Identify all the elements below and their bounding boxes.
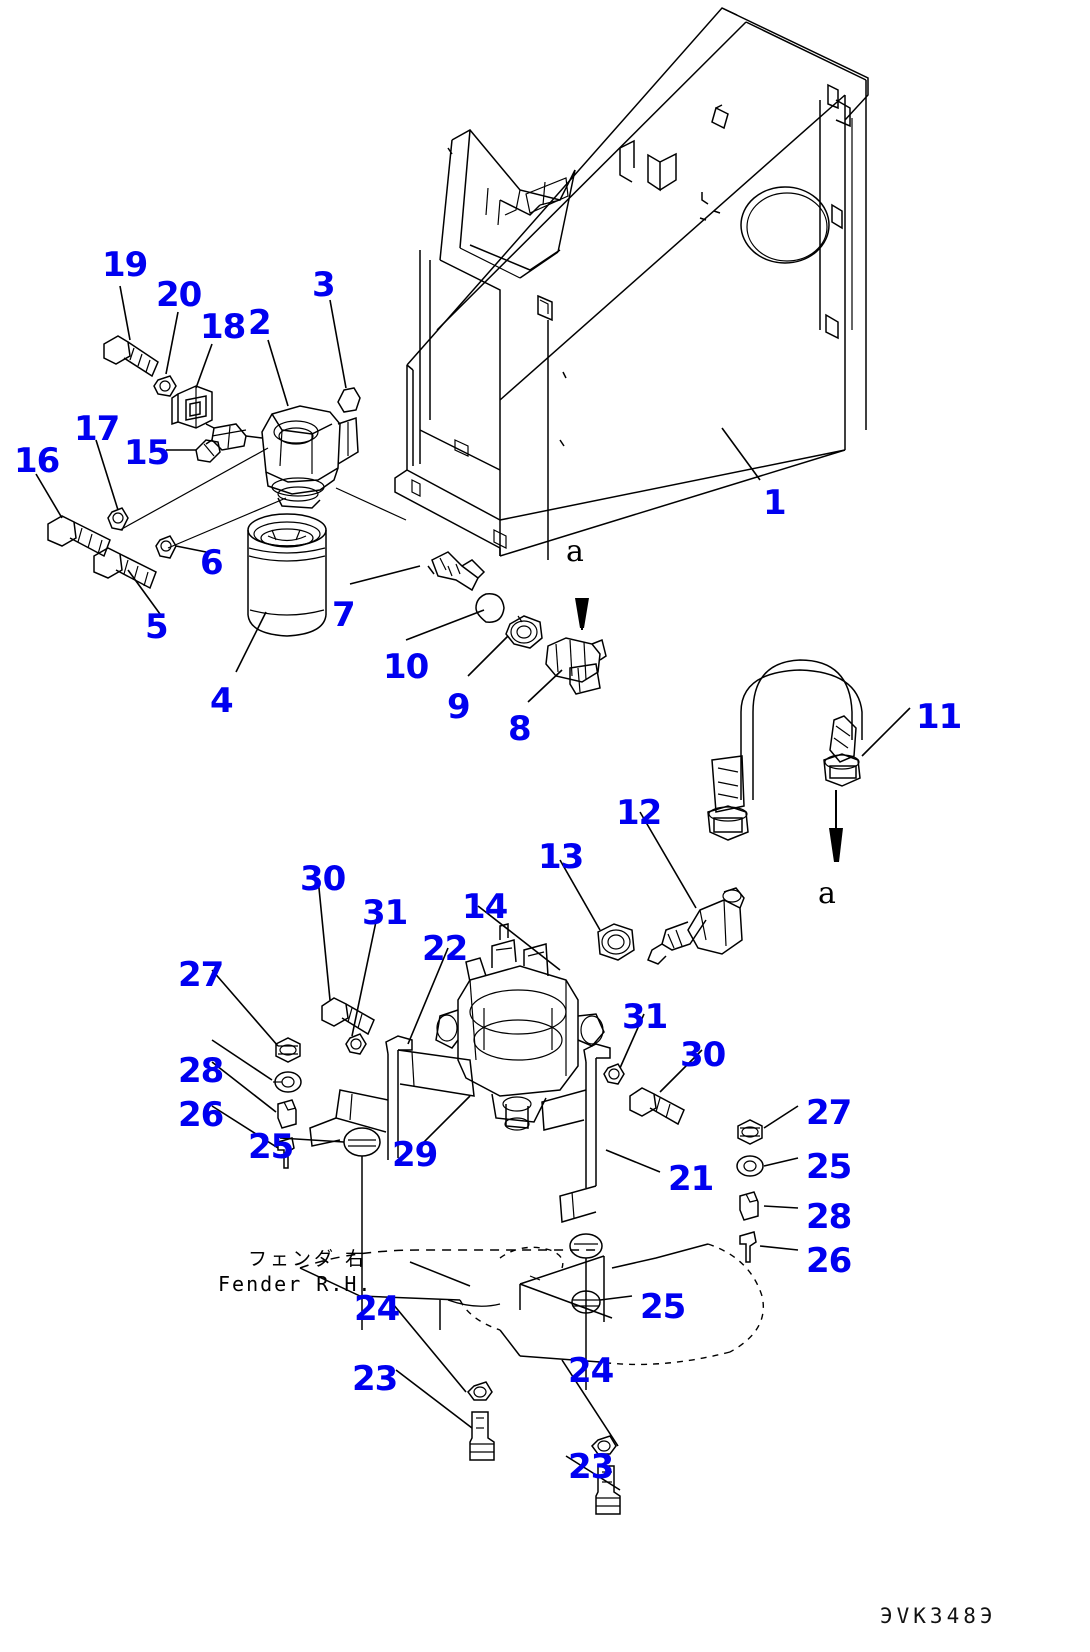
washer-31-right-graphic <box>603 1063 625 1085</box>
callout-filter-head: 2 <box>248 303 272 343</box>
callout-connector-block: 8 <box>508 709 532 749</box>
bracket-18-graphic <box>171 385 213 429</box>
callout-washer: 25 <box>806 1147 852 1187</box>
bolt-30-right-graphic <box>629 1087 685 1126</box>
callout-washer: 24 <box>354 1289 400 1329</box>
bracket-left-graphic <box>309 1035 475 1160</box>
fender-outline <box>299 1243 764 1366</box>
leader-lines <box>35 285 911 1491</box>
callout-filter-cartridge: 4 <box>210 681 234 721</box>
callout-bracket: 18 <box>200 307 246 347</box>
callout-washer: 20 <box>156 275 202 315</box>
callout-washer: 25 <box>248 1127 294 1167</box>
plug-ball-graphic <box>337 387 361 413</box>
callout-joint-fitting: 12 <box>616 793 662 833</box>
callout-nut: 27 <box>806 1093 852 1133</box>
bolt-16-graphic <box>47 515 111 558</box>
section-arrow-bottom <box>829 790 843 862</box>
washer-24-mid-graphic <box>591 1435 617 1455</box>
cushion-28-left-graphic <box>277 1099 297 1129</box>
detail-line-2 <box>447 1299 501 1307</box>
callout-clamp: 15 <box>124 433 170 473</box>
bolt-5-graphic <box>93 547 157 590</box>
washer-25-mid-graphic <box>571 1290 601 1314</box>
bolt-19-graphic <box>103 335 159 378</box>
connector-block-graphic <box>545 637 607 695</box>
pin-26-left-graphic <box>277 1137 295 1169</box>
washer-24-left-graphic <box>467 1381 493 1401</box>
guide-line-a <box>119 447 269 531</box>
callout-bolt: 30 <box>300 859 346 899</box>
washer-6-graphic <box>155 535 177 559</box>
callout-cushion: 28 <box>178 1051 224 1091</box>
fender-label-english: Fender R.H. <box>218 1272 373 1296</box>
callout-washer: 31 <box>362 893 408 933</box>
callout-washer: 25 <box>640 1287 686 1327</box>
callout-nut: 9 <box>447 687 471 727</box>
callout-bolt: 30 <box>680 1035 726 1075</box>
guide-line-b <box>167 497 287 549</box>
callout-washer: 6 <box>200 543 224 583</box>
callout-nut: 27 <box>178 955 224 995</box>
callout-mount-rubber: 29 <box>392 1135 438 1175</box>
o-ring-graphic <box>475 593 505 623</box>
leader-1 <box>721 427 761 481</box>
callout-elbow: 7 <box>332 595 356 635</box>
guide-line-c <box>335 487 407 521</box>
callout-washer: 31 <box>622 997 668 1037</box>
callout-o-ring: 10 <box>383 647 429 687</box>
callout-bolt: 23 <box>568 1447 614 1487</box>
fender-label-japanese: フェンダ 右 <box>248 1248 368 1270</box>
pin-26-right-graphic <box>739 1231 757 1263</box>
washer-17-graphic <box>107 507 129 531</box>
washer-25-right-graphic <box>736 1155 764 1177</box>
callout-pump-assembly: 14 <box>462 887 508 927</box>
callout-tank-housing: 1 <box>763 483 787 523</box>
section-mark-a-top: a <box>566 534 584 569</box>
callout-bolt: 5 <box>145 607 169 647</box>
callout-bolt: 16 <box>14 441 60 481</box>
nut-27-left-graphic <box>275 1037 301 1063</box>
nut-27-right-graphic <box>737 1119 763 1145</box>
callout-bracket-left: 22 <box>422 929 468 969</box>
section-mark-a-bottom: a <box>818 876 836 911</box>
joint-fitting-graphic <box>647 887 745 965</box>
callout-hose: 11 <box>916 697 962 737</box>
section-arrow-top <box>575 598 589 630</box>
callout-washer: 24 <box>568 1351 614 1391</box>
callout-pin: 26 <box>178 1095 224 1135</box>
filter-cartridge-graphic <box>247 513 327 637</box>
callout-pin: 26 <box>806 1241 852 1281</box>
callout-bracket-right: 21 <box>668 1159 714 1199</box>
clamp-15-graphic <box>195 439 221 463</box>
detail-line-1 <box>211 429 247 437</box>
callout-plug-ball: 3 <box>312 265 336 305</box>
bolt-30-left-graphic <box>321 997 375 1036</box>
callout-bolt: 19 <box>102 245 148 285</box>
callout-cushion: 28 <box>806 1197 852 1237</box>
filter-head-graphic <box>205 405 359 509</box>
pump-assembly-graphic <box>435 923 605 1131</box>
callout-nut: 13 <box>538 837 584 877</box>
nut-graphic-9 <box>505 615 543 649</box>
elbow-fitting-graphic <box>427 551 486 592</box>
washer-20-graphic <box>153 375 177 397</box>
washer-31-left-graphic <box>345 1033 367 1055</box>
washer-25-left-graphic <box>273 1071 302 1093</box>
drawing-code: ЭVK348Э <box>880 1604 997 1628</box>
hose-graphic <box>707 659 863 841</box>
bracket-right-graphic <box>541 1043 611 1390</box>
tank-housing-graphic <box>394 7 869 560</box>
nut-graphic-13 <box>597 923 635 961</box>
bolt-23-left-graphic <box>469 1411 495 1461</box>
callout-washer: 17 <box>74 409 120 449</box>
callout-bolt: 23 <box>352 1359 398 1399</box>
cushion-28-right-graphic <box>739 1191 759 1221</box>
